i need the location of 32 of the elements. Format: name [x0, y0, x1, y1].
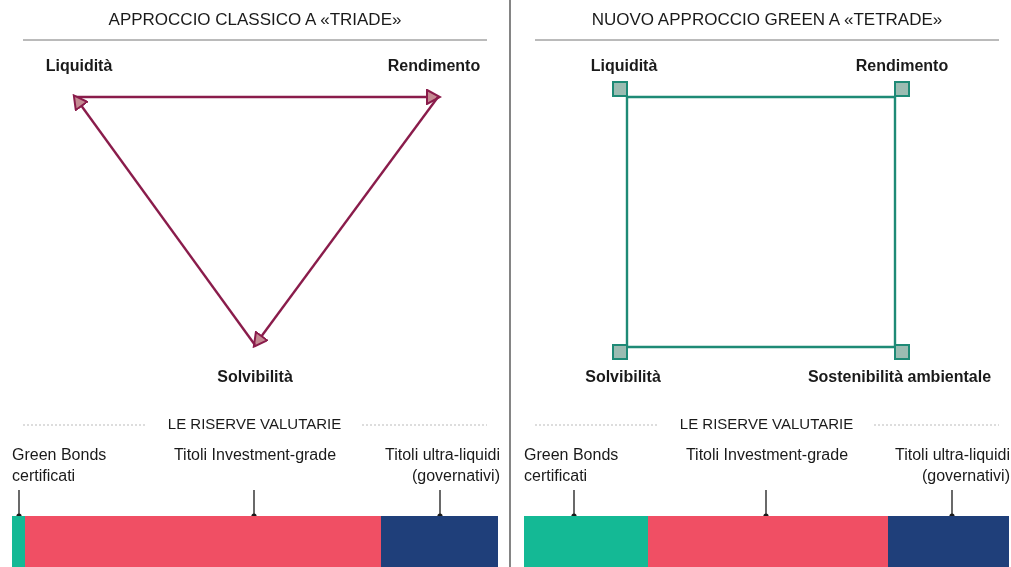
bar-segment	[648, 516, 888, 567]
leader-line	[251, 489, 257, 519]
arrow	[252, 96, 439, 348]
arrow	[72, 94, 256, 346]
leader-line	[16, 489, 22, 519]
category-label: Titoli ultra-liquidi (governativi)	[344, 444, 500, 490]
bar-segment	[524, 516, 648, 567]
leader-line	[571, 489, 577, 519]
vertex-label: Solvibilità	[205, 345, 305, 389]
bar-segment	[381, 516, 498, 567]
category-label: Titoli Investment-grade	[684, 444, 850, 490]
category-label: Green Bonds certificati	[524, 444, 644, 490]
section-heading: LE RISERVE VALUTARIE	[678, 415, 855, 432]
arrow	[75, 89, 441, 105]
vertex-label: Rendimento	[376, 57, 492, 97]
leader-line	[763, 489, 769, 519]
vertex-label: Liquidità	[33, 57, 125, 97]
vertex-label: Liquidità	[578, 57, 670, 97]
vertex-label: Rendimento	[843, 57, 961, 97]
vertex-label: Sostenibilità ambientale	[788, 347, 1011, 389]
category-label: Green Bonds certificati	[12, 444, 132, 490]
leader-line	[949, 489, 955, 519]
bar-segment	[12, 516, 25, 567]
section-heading: LE RISERVE VALUTARIE	[166, 415, 343, 432]
category-label: Titoli ultra-liquidi (governativi)	[854, 444, 1010, 490]
vertex-label: Solvibilità	[573, 347, 673, 389]
bar-segment	[25, 516, 381, 567]
leader-line	[437, 489, 443, 519]
panel-title: APPROCCIO CLASSICO A «TRIADE»	[107, 10, 403, 30]
bar-segment	[888, 516, 1009, 567]
category-label: Titoli Investment-grade	[172, 444, 338, 490]
panel-title: NUOVO APPROCCIO GREEN A «TETRADE»	[590, 10, 944, 30]
